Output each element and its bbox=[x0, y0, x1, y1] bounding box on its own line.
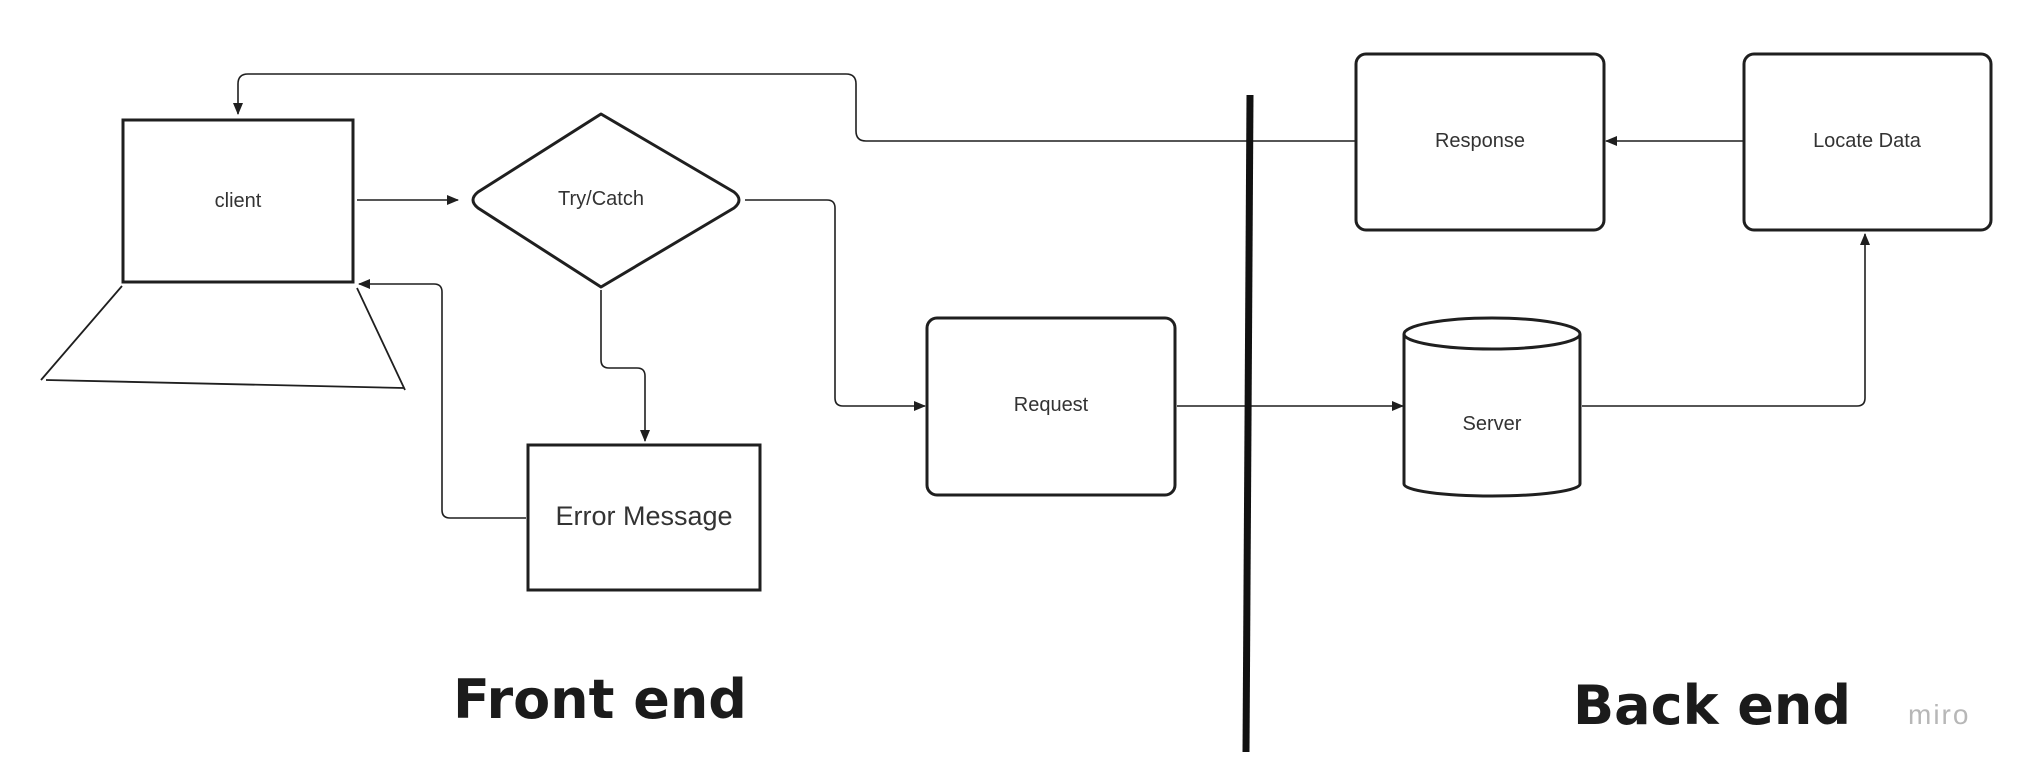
miro-watermark: miro bbox=[1908, 699, 1970, 730]
locate-data-node[interactable]: Locate Data bbox=[1742, 52, 1993, 232]
request-label: Request bbox=[1014, 394, 1089, 416]
edges bbox=[233, 73, 1870, 519]
try-catch-node[interactable]: Try/Catch bbox=[471, 112, 741, 289]
error-message-label: Error Message bbox=[555, 501, 732, 531]
error-message-box bbox=[526, 443, 762, 592]
edge-server-to-locatedata bbox=[1582, 233, 1870, 407]
front-end-title: Front end bbox=[453, 668, 747, 731]
server-cylinder bbox=[1402, 316, 1582, 498]
edge-trycatch-to-request bbox=[745, 199, 926, 411]
request-box bbox=[925, 316, 1177, 497]
decision-diamond bbox=[471, 112, 741, 289]
client-label: client bbox=[215, 190, 262, 212]
laptop-screen bbox=[121, 118, 355, 284]
server-label: Server bbox=[1463, 413, 1522, 435]
error-message-node[interactable]: Error Message bbox=[526, 443, 762, 592]
edge-response-to-client bbox=[233, 73, 1355, 142]
response-label: Response bbox=[1435, 130, 1525, 152]
request-node[interactable]: Request bbox=[925, 316, 1177, 497]
back-end-title: Back end bbox=[1573, 674, 1851, 737]
laptop-base bbox=[40, 285, 406, 391]
try-catch-label: Try/Catch bbox=[558, 188, 644, 210]
response-node[interactable]: Response bbox=[1354, 52, 1606, 232]
server-cylinder-rim bbox=[1402, 333, 1582, 351]
server-node[interactable]: Server bbox=[1402, 316, 1582, 498]
edge-error-to-client bbox=[358, 279, 526, 519]
edge-trycatch-to-error bbox=[600, 290, 650, 442]
locate-data-box bbox=[1742, 52, 1993, 232]
client-node[interactable]: client bbox=[40, 118, 406, 391]
locate-data-label: Locate Data bbox=[1813, 130, 1922, 152]
section-divider bbox=[1242, 94, 1254, 753]
response-box bbox=[1354, 52, 1606, 232]
